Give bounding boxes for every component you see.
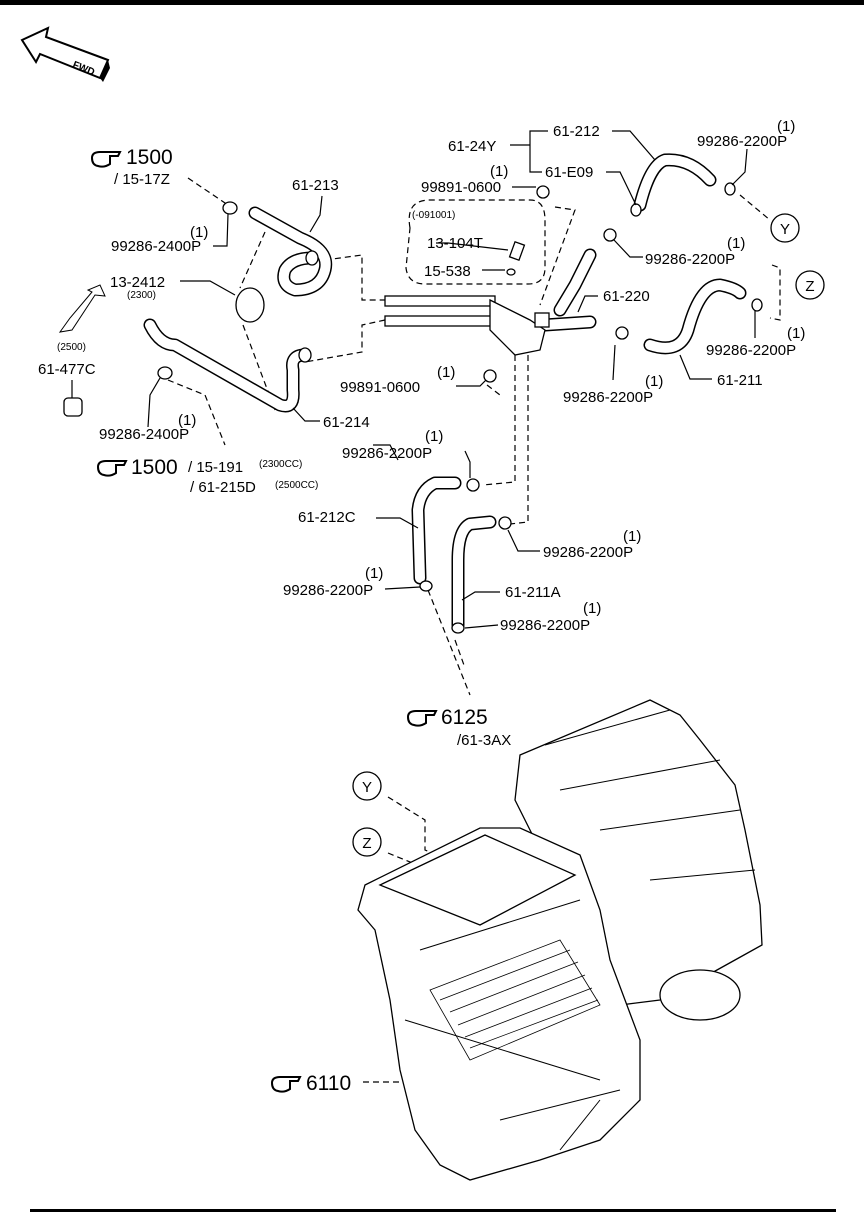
label-61-211: 61-211: [717, 372, 763, 389]
clamp-icon: [305, 250, 319, 266]
label-99286-2200P: 99286-2200P: [706, 342, 796, 359]
clamp-icon: [724, 182, 736, 196]
clamp-icon: [498, 516, 512, 530]
hose-61-212: [633, 153, 717, 212]
qty: (1): [490, 163, 508, 180]
bottom-border: [30, 1209, 836, 1212]
qty: (1): [178, 412, 196, 429]
ref-61-3AX: /61-3AX: [457, 732, 511, 749]
label-61-477C: 61-477C: [38, 361, 96, 378]
clamps: [58, 182, 763, 634]
heater-core-pipes: [384, 295, 550, 356]
heater-unit-illustration: [357, 699, 763, 1181]
grommet-icon: [536, 185, 550, 199]
qty: (1): [425, 428, 443, 445]
connector-y-top: Y: [770, 213, 800, 243]
label-15-538: 15-538: [424, 263, 471, 280]
label-61-214: 61-214: [323, 414, 370, 431]
clamp-icon: [222, 201, 238, 215]
svg-text:Y: Y: [362, 779, 372, 796]
pointing-hand-icon: [270, 1076, 302, 1093]
hose-61-211: [643, 278, 747, 355]
connector-z-bottom: Z: [352, 827, 382, 857]
qty: (1): [777, 118, 795, 135]
ref-6110: 6110: [306, 1072, 351, 1095]
pointing-hand-icon: [96, 460, 128, 477]
qty: (1): [437, 364, 455, 381]
ref-15-191: / 15-191: [188, 459, 243, 476]
label-61-211A: 61-211A: [505, 584, 561, 601]
label-61-212: 61-212: [553, 123, 600, 140]
note-2300cc: (2300CC): [259, 459, 302, 470]
label-61-24Y: 61-24Y: [448, 138, 496, 155]
label-61-E09: 61-E09: [545, 164, 593, 181]
qty: (1): [727, 235, 745, 252]
note-091001: (-091001): [412, 210, 455, 221]
label-99286-2200P: 99286-2200P: [697, 133, 787, 150]
label-99286-2200P: 99286-2200P: [500, 617, 590, 634]
label-99891-0600: 99891-0600: [340, 379, 420, 396]
hose-61-212C: [411, 476, 462, 585]
pointing-hand-icon: [406, 710, 438, 727]
clamp-icon: [466, 478, 480, 492]
ref-1500-top: 1500: [126, 146, 173, 169]
pointing-hand-icon: [90, 151, 122, 168]
label-99286-2200P: 99286-2200P: [283, 582, 373, 599]
top-border: [0, 0, 864, 5]
seal-icon: [506, 268, 516, 276]
note-2500cc: (2500CC): [275, 480, 318, 491]
clip-61-477C-icon: [63, 397, 83, 417]
clamp-icon: [157, 366, 173, 380]
label-61-220: 61-220: [603, 288, 650, 305]
fwd-arrow-icon: FWD: [20, 26, 110, 82]
qty: (1): [365, 565, 383, 582]
hose-61-213: [248, 206, 333, 297]
connector-z-top: Z: [795, 270, 825, 300]
hose-61-214: [143, 318, 312, 413]
qty: (1): [787, 325, 805, 342]
clamp-icon: [298, 347, 312, 363]
label-99286-2200P: 99286-2200P: [645, 251, 735, 268]
grommet-icon: [483, 369, 497, 383]
ref-1500-bottom: 1500: [131, 456, 178, 479]
leader-lines: [71, 130, 756, 629]
connector-y-bottom: Y: [352, 771, 382, 801]
ref-6125: 6125: [441, 706, 488, 729]
svg-text:Z: Z: [805, 278, 814, 295]
label-99286-2200P: 99286-2200P: [342, 445, 432, 462]
ref-15-17Z: / 15-17Z: [114, 171, 170, 188]
note-2500: (2500): [57, 342, 86, 353]
svg-text:Y: Y: [780, 221, 790, 238]
clamp-icon: [751, 298, 763, 312]
hose-61-220: [538, 248, 597, 332]
qty: (1): [583, 600, 601, 617]
direction-arrow-icon: [58, 284, 106, 333]
qty: (1): [623, 528, 641, 545]
clamp-icon: [603, 228, 617, 242]
label-61-212C: 61-212C: [298, 509, 356, 526]
qty: (1): [190, 224, 208, 241]
svg-text:Z: Z: [362, 835, 371, 852]
label-13-2412: 13-2412: [110, 274, 165, 291]
label-99286-2400P: 99286-2400P: [111, 238, 201, 255]
clamp-13-2412-icon: [235, 287, 265, 323]
qty: (1): [645, 373, 663, 390]
clamp-icon: [615, 326, 629, 340]
label-99891-0600: 99891-0600: [421, 179, 501, 196]
note-2300: (2300): [127, 290, 156, 301]
label-99286-2200P: 99286-2200P: [543, 544, 633, 561]
label-99286-2400P: 99286-2400P: [99, 426, 189, 443]
label-13-104T: 13-104T: [427, 235, 483, 252]
plug-icon: [508, 240, 526, 262]
hose-61-211A: [451, 515, 497, 632]
ref-61-215D: / 61-215D: [190, 479, 256, 496]
clamp-icon: [630, 203, 642, 217]
label-61-213: 61-213: [292, 177, 339, 194]
label-99286-2200P: 99286-2200P: [563, 389, 653, 406]
clamp-icon: [419, 580, 433, 592]
clamp-icon: [451, 622, 465, 634]
